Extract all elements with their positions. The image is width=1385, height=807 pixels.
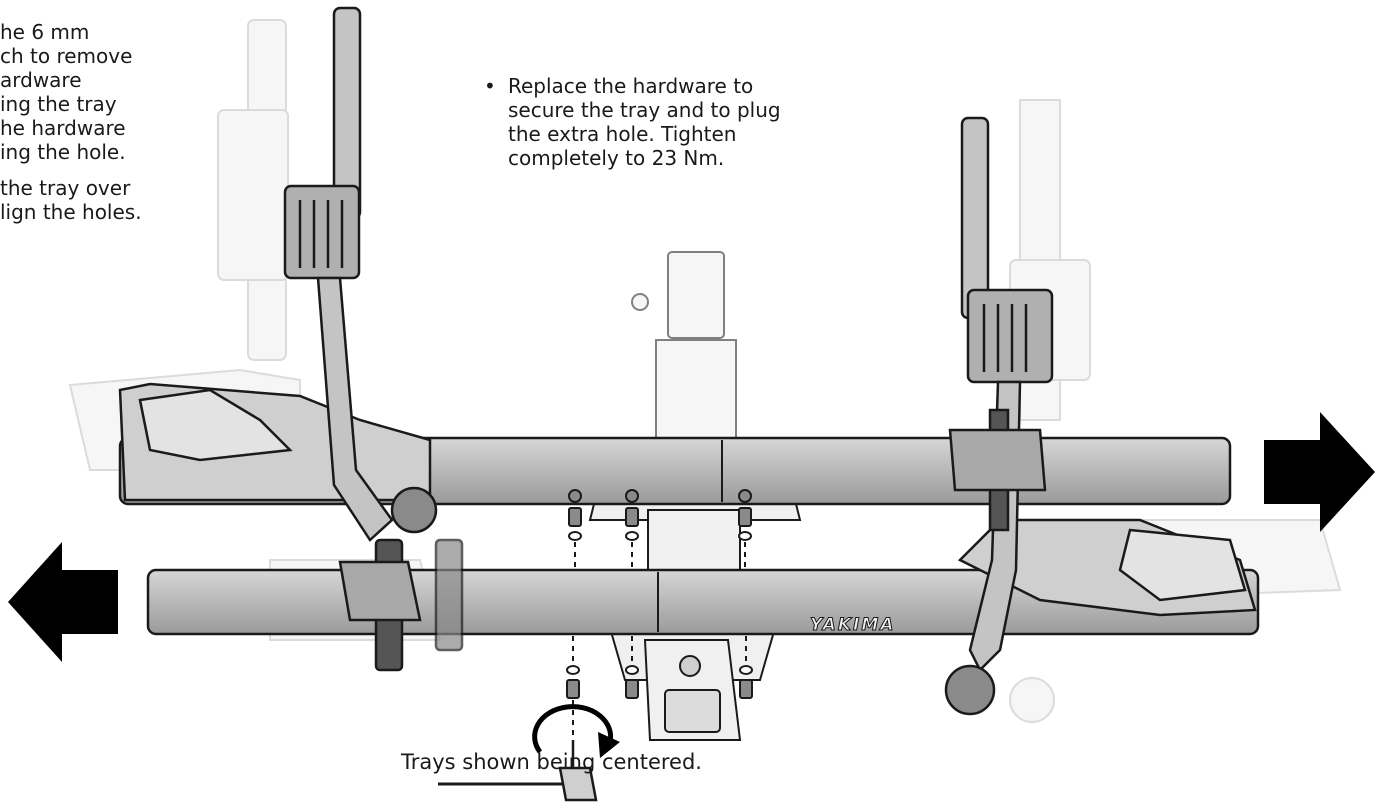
- right-instruction-line: completely to 23 Nm.: [508, 146, 725, 170]
- left-instruction-line: he hardware: [0, 116, 126, 140]
- right-instruction-line: secure the tray and to plug: [508, 98, 781, 122]
- bullet-marker: •: [484, 74, 496, 98]
- left-instruction-line: the tray over: [0, 176, 131, 200]
- arrow-right-icon: [1264, 412, 1375, 532]
- left-upright-arm: [283, 6, 464, 672]
- right-upright-arm: [944, 116, 1054, 716]
- rotation-arrow-icon: [532, 704, 620, 758]
- right-instruction-line: the extra hole. Tighten: [508, 122, 737, 146]
- arrow-left-icon: [8, 542, 118, 662]
- hardware-bolts: [566, 489, 753, 699]
- right-instruction-body: Replace the hardware to secure the tray …: [508, 74, 781, 170]
- brand-logo: YAKIMA: [810, 615, 895, 635]
- left-instruction-line: ardware: [0, 68, 82, 92]
- diagram-caption: Trays shown being centered.: [401, 750, 702, 774]
- left-instruction-line: ing the hole.: [0, 140, 126, 164]
- left-instruction-line: he 6 mm: [0, 20, 90, 44]
- left-instruction-line: ing the tray: [0, 92, 117, 116]
- right-instruction-line: Replace the hardware to: [508, 74, 754, 98]
- left-instruction-line: ch to remove: [0, 44, 133, 68]
- alignment-guides: [572, 542, 747, 740]
- left-instructions: he 6 mm ch to remove ardware ing the tra…: [0, 20, 142, 224]
- left-instruction-line: lign the holes.: [0, 200, 142, 224]
- hex-key-tool: [438, 740, 598, 802]
